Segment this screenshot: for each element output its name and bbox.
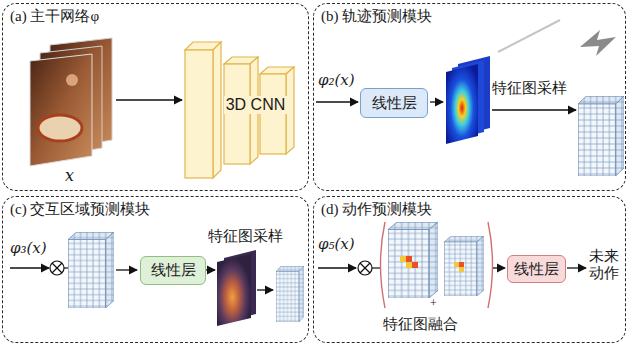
layer-box: 线性层 — [507, 255, 566, 283]
network-block: 3D CNN — [208, 90, 303, 120]
layer-name: 线性层 — [151, 261, 196, 280]
layer-box: 线性层 — [140, 256, 206, 285]
operation-label: 特征图采样 — [492, 80, 567, 97]
module-panel: (c) 交互区域预测模块线性层 — [2, 196, 309, 343]
layer-name: 线性层 — [372, 94, 417, 113]
panel-title: (d) 动作预测模块 — [321, 200, 432, 219]
output-label: 未来动作 — [589, 248, 621, 283]
feature-input: φ₃(x) — [10, 240, 47, 257]
plus-sign: + — [430, 297, 437, 311]
layer-box: 线性层 — [360, 88, 428, 118]
module-panel: (d) 动作预测模块线性层 — [313, 196, 626, 343]
layer-name: 线性层 — [514, 260, 559, 279]
panel-title: (a) 主干网络φ — [10, 7, 99, 26]
input-variable: x — [65, 167, 74, 185]
panel-title: (b) 轨迹预测模块 — [321, 7, 432, 26]
feature-input: φ₅(x) — [318, 236, 355, 253]
panel-title: (c) 交互区域预测模块 — [10, 200, 150, 219]
network-name: 3D CNN — [224, 96, 288, 114]
operation-label: 特征图采样 — [208, 228, 283, 245]
feature-input: φ₂(x) — [318, 72, 355, 89]
module-panel: (b) 轨迹预测模块线性层 — [313, 3, 626, 191]
operation-label: 特征图融合 — [383, 316, 458, 333]
module-panel: (a) 主干网络φ 3D CNN — [2, 3, 309, 191]
